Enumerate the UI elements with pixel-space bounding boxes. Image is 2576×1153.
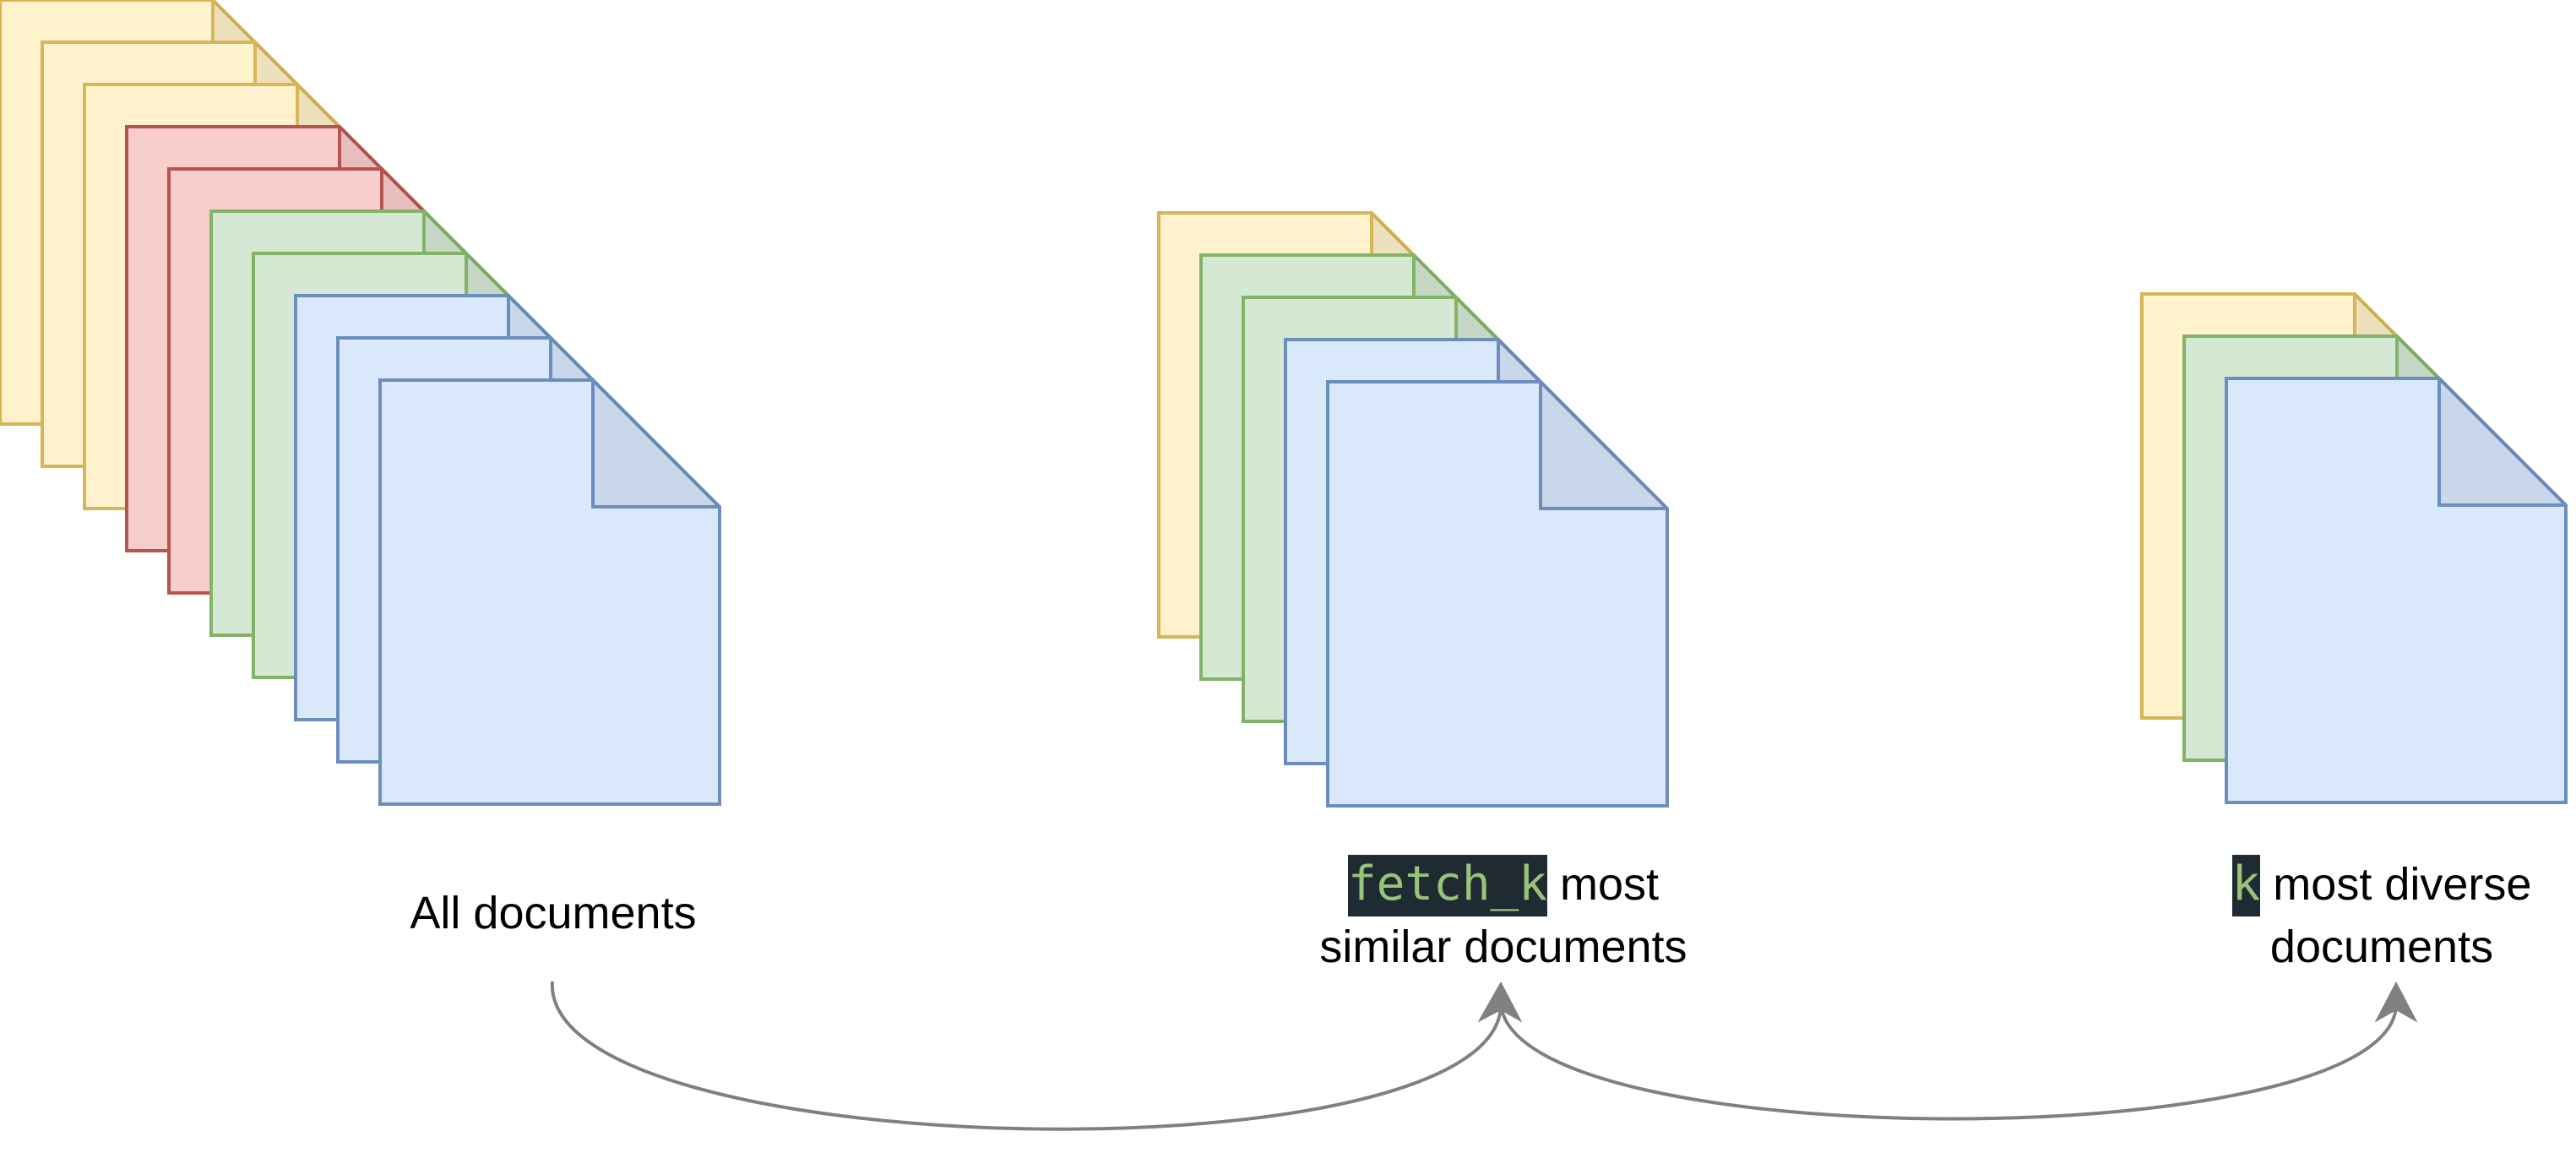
similar-line1-rest: most xyxy=(1546,859,1660,910)
flow-arrows xyxy=(550,981,2418,1131)
all-documents-stack xyxy=(0,0,721,806)
page-fold xyxy=(591,380,720,509)
label-similar-documents: fetch_k most similar documents xyxy=(1267,853,1740,978)
all-documents-text: All documents xyxy=(410,888,697,938)
document-page-icon xyxy=(1326,380,1669,808)
similar-line2: similar documents xyxy=(1319,922,1687,972)
label-diverse-documents: k most diverse documents xyxy=(2187,853,2576,978)
k-code: k xyxy=(2231,855,2261,916)
arrow-all-to-similar xyxy=(550,981,1503,1131)
diverse-documents-stack xyxy=(2140,292,2568,804)
fetch-k-code: fetch_k xyxy=(1347,855,1547,916)
label-all-documents: All documents xyxy=(355,882,752,944)
similar-documents-stack xyxy=(1157,211,1669,808)
arrowhead-similar xyxy=(1477,981,1523,1023)
page-fold xyxy=(2437,378,2566,507)
page-fold xyxy=(1539,382,1667,510)
document-stacks xyxy=(0,0,2568,808)
document-page-icon xyxy=(2225,377,2568,804)
document-page-icon xyxy=(378,378,721,806)
arrowhead-diverse xyxy=(2374,981,2418,1023)
diverse-line2: documents xyxy=(2269,922,2494,972)
arrow-similar-to-diverse xyxy=(1499,1003,2399,1121)
similar-line1: fetch_k most xyxy=(1267,853,1740,916)
diverse-line1: k most diverse xyxy=(2187,853,2576,916)
diverse-line1-rest: most diverse xyxy=(2260,859,2532,910)
